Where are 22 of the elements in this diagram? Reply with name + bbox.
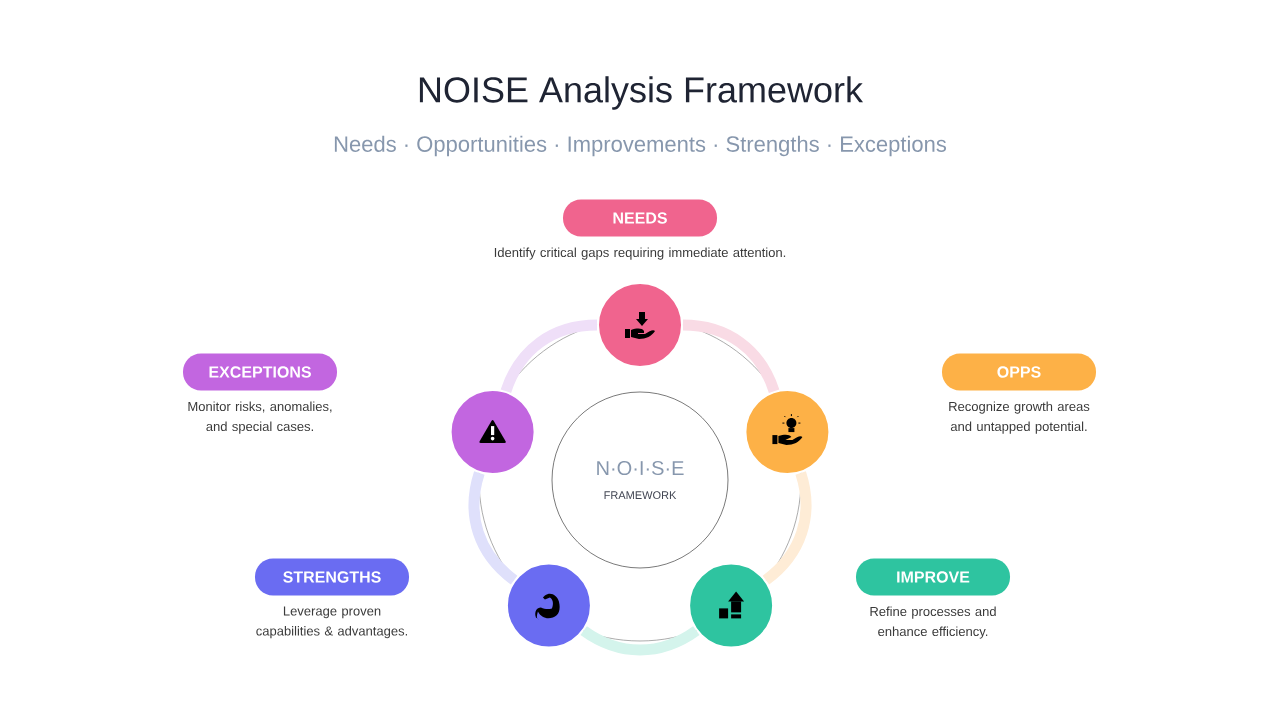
ring-segment (500, 319, 598, 394)
pill-label: EXCEPTIONS (183, 353, 337, 391)
ring-segment (468, 471, 518, 585)
pill-label: STRENGTHS (255, 558, 409, 596)
description: Recognize growth areas and untapped potential. (949, 401, 1090, 434)
icon-circle (597, 282, 683, 368)
ring-segment (580, 626, 700, 656)
icon-circle (505, 562, 592, 649)
icon-circle (449, 389, 536, 476)
description: Leverage proven capabilities & advantages. (256, 606, 408, 639)
description: Refine processes and enhance efficiency. (870, 606, 996, 639)
pill-label: OPPS (942, 353, 1096, 391)
ring-segment (762, 471, 812, 585)
description: Monitor risks, anomalies, and special cases. (188, 401, 332, 434)
subtitle: Needs · Opportunities · Improvements · Strengths · Exceptions (334, 135, 947, 157)
description: Identify critical gaps requiring immediate attention. (494, 247, 786, 260)
icon-circle (688, 562, 775, 649)
pill-label: IMPROVE (856, 558, 1010, 596)
icon-circle (744, 389, 831, 476)
title: NOISE Analysis Framework (419, 76, 864, 110)
ring-segment (682, 319, 780, 394)
pill-label: NEEDS (563, 199, 717, 237)
